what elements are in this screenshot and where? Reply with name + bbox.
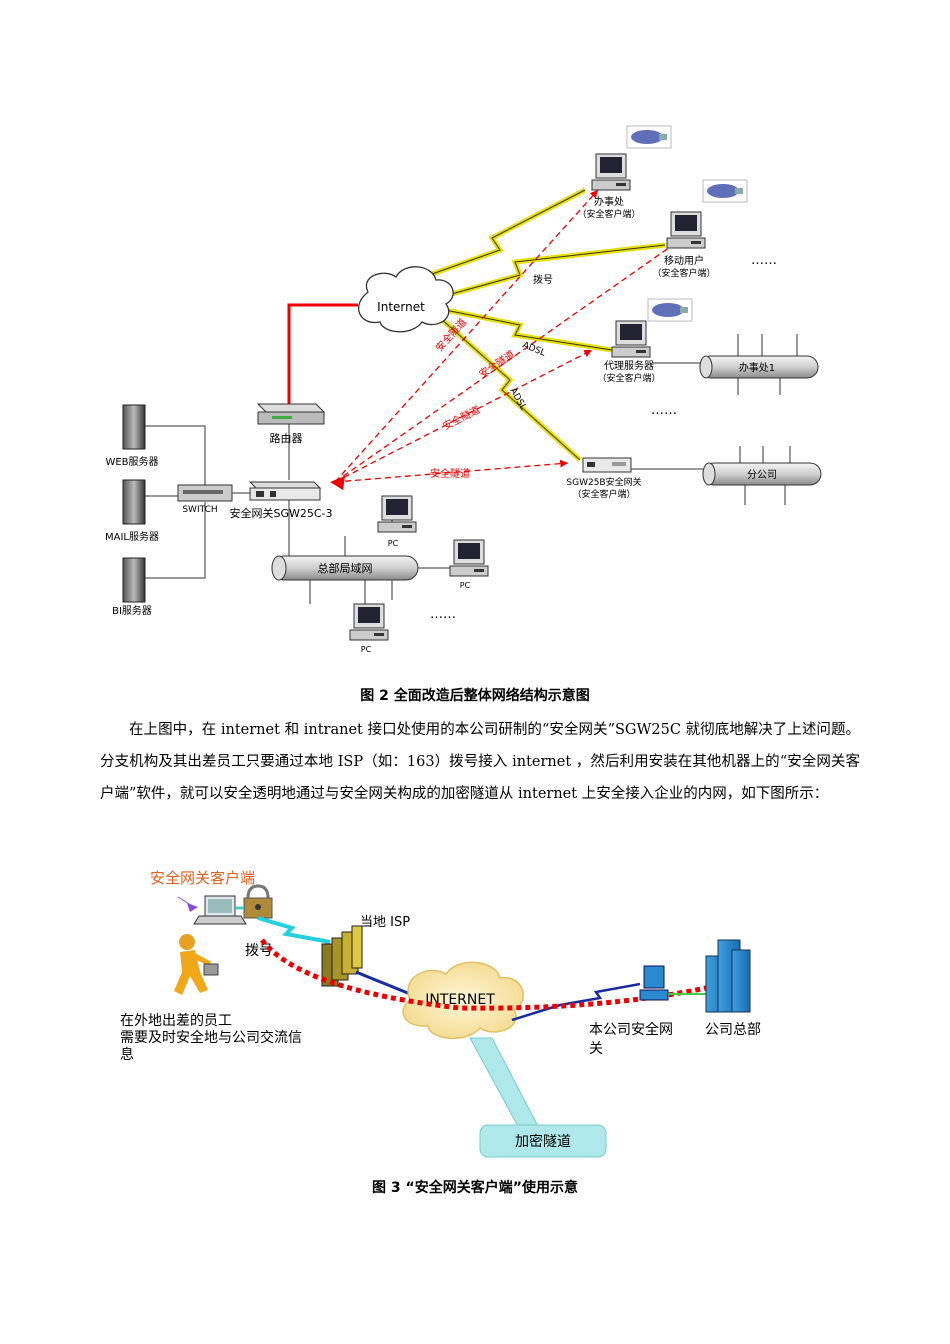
internet-label: Internet xyxy=(377,300,425,314)
traveler-text-3: 息 xyxy=(120,1046,134,1063)
internet-cloud: Internet xyxy=(358,266,454,333)
client-label: 安全网关客户端 xyxy=(150,869,255,887)
ellipsis-3: …… xyxy=(430,607,456,622)
hq-lan-tube: 总部局域网 xyxy=(271,536,419,604)
office-label: 办事处 xyxy=(594,195,624,208)
internet-cloud-3: INTERNET xyxy=(402,961,525,1040)
dialup-label-3: 拨号 xyxy=(245,943,273,959)
isp-label: 当地 ISP xyxy=(360,915,410,930)
proxy-client-label: （安全客户端） xyxy=(597,372,660,384)
hq-lan-label: 总部局域网 xyxy=(318,561,373,575)
ellipsis-1: …… xyxy=(751,253,777,268)
sgw25b-client-label: （安全客户端） xyxy=(572,488,635,500)
branch-label: 分公司 xyxy=(747,469,777,481)
adsl-label-1: ADSL xyxy=(521,341,547,359)
secure-tunnels xyxy=(334,189,681,483)
network-diagram-figure2: Internet 办事处 （安全客户端） 移动用户 （安全客户端） …… 拨号 … xyxy=(105,125,822,654)
pc-icon-3 xyxy=(349,603,389,641)
tunnel-label-4: 安全隧道 xyxy=(430,467,470,480)
gateway-device xyxy=(248,481,322,501)
internet-label-3: INTERNET xyxy=(425,992,495,1008)
lock-icon xyxy=(243,884,273,919)
web-server-label: WEB服务器 xyxy=(105,455,158,468)
office-pc-icon xyxy=(591,153,631,191)
gateway-label: 安全网关SGW25C-3 xyxy=(229,506,332,520)
proxy-label: 代理服务器 xyxy=(604,359,654,372)
figure3-caption: 图 3 “安全网关客户端”使用示意 xyxy=(372,1180,578,1196)
office1-label: 办事处1 xyxy=(739,361,775,374)
laptop-icon xyxy=(193,895,247,925)
tunnel-label-fig3: 加密隧道 xyxy=(515,1133,571,1150)
router-label: 路由器 xyxy=(270,431,303,445)
hq-building-icon xyxy=(705,939,751,1013)
pc-icon-2 xyxy=(449,539,489,577)
pc-label-2: PC xyxy=(460,581,471,590)
gateway-text-2: 关 xyxy=(589,1041,603,1057)
figure2-caption: 图 2 全面改造后整体网络结构示意图 xyxy=(360,688,590,704)
sgw25b-device xyxy=(582,457,632,473)
bi-server-label: BI服务器 xyxy=(112,604,152,617)
isp-server-icon xyxy=(321,925,363,987)
tunnel-label-3: 安全隧道 xyxy=(440,403,482,433)
pc-label-3: PC xyxy=(361,645,372,654)
pc-label-1: PC xyxy=(388,539,399,548)
server-icons xyxy=(122,404,146,603)
mobile-client-label: （安全客户端） xyxy=(652,267,715,279)
switch-device xyxy=(177,484,233,502)
client-usage-figure3: 安全网关客户端 拨号 当地 ISP INTERNET 加密隧道 xyxy=(120,869,761,1158)
office1-network-tube: 办事处1 xyxy=(699,334,819,395)
gateway-text-1: 本公司安全网 xyxy=(589,1021,673,1038)
branch-network-tube: 分公司 xyxy=(702,446,822,505)
dialup-label: 拨号 xyxy=(533,273,553,286)
router-device xyxy=(256,403,326,425)
mobile-pc-icon xyxy=(666,211,706,249)
sgw25b-label: SGW25B安全网关 xyxy=(566,476,641,488)
hq-text: 公司总部 xyxy=(705,1022,761,1038)
office-client-label: （安全客户端） xyxy=(577,208,640,220)
ellipsis-2: …… xyxy=(651,403,677,418)
pc-icon-1 xyxy=(377,495,417,533)
traveler-text-2: 需要及时安全地与公司交流信 xyxy=(120,1029,302,1046)
traveler-text-1: 在外地出差的员工 xyxy=(120,1013,232,1029)
body-paragraph: 在上图中，在 internet 和 intranet 接口处使用的本公司研制的“… xyxy=(100,722,860,802)
gateway-icon-3 xyxy=(639,965,669,1001)
mobile-label: 移动用户 xyxy=(664,254,704,267)
switch-label: SWITCH xyxy=(182,505,217,515)
mail-server-label: MAIL服务器 xyxy=(105,530,159,543)
traveler-icon xyxy=(174,934,219,995)
proxy-pc-icon xyxy=(611,320,651,358)
